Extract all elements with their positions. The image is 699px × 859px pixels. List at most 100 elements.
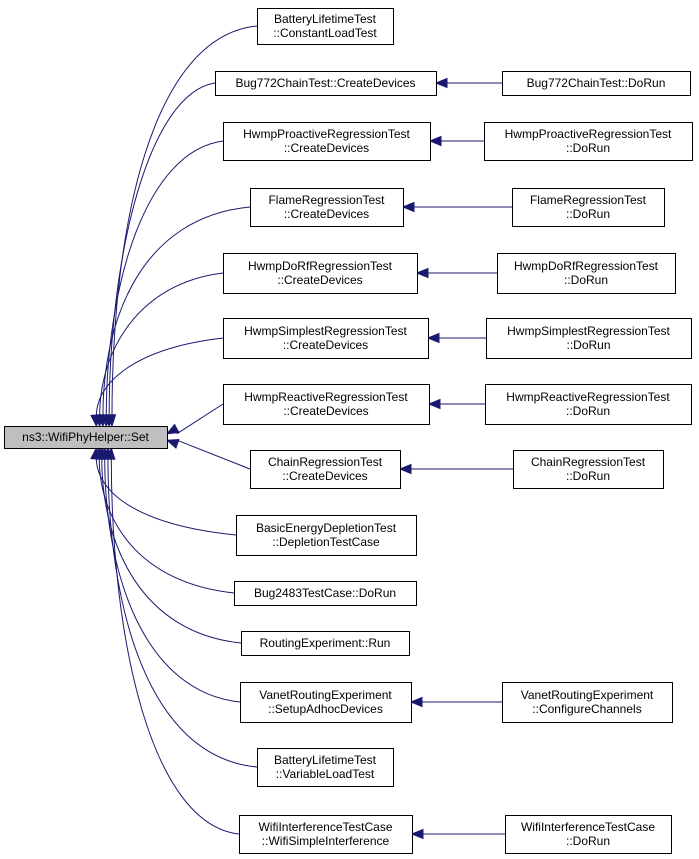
graph-node[interactable]: HwmpDoRfRegressionTest::CreateDevices <box>223 253 418 294</box>
node-box <box>240 682 412 723</box>
node-label: Bug772ChainTest::DoRun <box>527 76 666 90</box>
graph-node[interactable]: HwmpProactiveRegressionTest::CreateDevic… <box>223 122 431 161</box>
node-label: Bug2483TestCase::DoRun <box>254 586 396 600</box>
graph-node[interactable]: HwmpReactiveRegressionTest::CreateDevice… <box>223 384 430 425</box>
node-label: ::DoRun <box>566 469 610 483</box>
graph-node[interactable]: BatteryLifetimeTest::ConstantLoadTest <box>257 8 394 45</box>
graph-node[interactable]: HwmpDoRfRegressionTest::DoRun <box>497 253 676 294</box>
edge-arrow <box>93 272 224 428</box>
node-label: BatteryLifetimeTest <box>274 753 377 767</box>
arrowhead <box>427 398 441 410</box>
graph-node[interactable]: ChainRegressionTest::CreateDevices <box>250 450 401 489</box>
graph-node[interactable]: VanetRoutingExperiment::SetupAdhocDevice… <box>240 682 412 723</box>
edge-line <box>101 457 242 644</box>
root-node[interactable]: ns3::WifiPhyHelper::Set <box>4 426 168 449</box>
graph-node[interactable]: VanetRoutingExperiment::ConfigureChannel… <box>502 682 673 723</box>
edge-line <box>98 457 235 594</box>
node-box <box>223 384 430 425</box>
graph-node[interactable]: FlameRegressionTest::CreateDevices <box>250 188 404 227</box>
node-label: ::DoRun <box>564 273 608 287</box>
node-label: ::DoRun <box>566 404 610 418</box>
node-label: ::VariableLoadTest <box>276 767 375 781</box>
node-label: ChainRegressionTest <box>531 455 646 469</box>
node-label: HwmpProactiveRegressionTest <box>505 127 672 141</box>
edge-arrow <box>427 398 485 410</box>
node-label: ::DoRun <box>566 207 610 221</box>
node-label: ::CreateDevices <box>284 207 369 221</box>
edge-line <box>110 457 240 835</box>
node-box <box>234 581 417 606</box>
node-box <box>484 122 693 161</box>
graph-node[interactable]: RoutingExperiment::Run <box>241 631 410 656</box>
arrowhead <box>434 77 448 89</box>
edge-arrow <box>105 446 240 835</box>
node-label: VanetRoutingExperiment <box>259 688 392 702</box>
arrowhead <box>426 332 440 344</box>
edge-line <box>111 25 258 417</box>
edge-arrow <box>398 463 513 475</box>
node-label: HwmpReactiveRegressionTest <box>244 390 408 404</box>
node-label: ::WifiSimpleInterference <box>262 834 390 848</box>
graph-node[interactable]: FlameRegressionTest::DoRun <box>512 188 665 227</box>
node-label: WifiInterferenceTestCase <box>258 820 392 834</box>
node-label: ::DoRun <box>566 338 610 352</box>
node-label: ::ConstantLoadTest <box>273 26 377 40</box>
edge-arrow <box>165 439 251 470</box>
node-label: HwmpSimplestRegressionTest <box>507 324 670 338</box>
node-label: ChainRegressionTest <box>268 455 383 469</box>
node-label: BasicEnergyDepletionTest <box>256 521 397 535</box>
edge-line <box>104 457 241 703</box>
node-box <box>497 253 676 294</box>
arrowhead <box>105 446 116 460</box>
node-box <box>223 318 429 359</box>
node-label: FlameRegressionTest <box>268 193 385 207</box>
node-box <box>239 815 413 854</box>
node-box <box>250 188 404 227</box>
graph-node[interactable]: Bug772ChainTest::DoRun <box>502 71 691 96</box>
edge-arrow <box>101 446 258 768</box>
node-label: HwmpDoRfRegressionTest <box>248 259 393 273</box>
node-label: HwmpSimplestRegressionTest <box>244 324 407 338</box>
graph-node[interactable]: BasicEnergyDepletionTest::DepletionTestC… <box>236 515 417 556</box>
node-label: RoutingExperiment::Run <box>260 636 391 650</box>
node-label: ::ConfigureChannels <box>532 702 641 716</box>
graph-node[interactable]: HwmpProactiveRegressionTest::DoRun <box>484 122 693 161</box>
node-box <box>486 318 692 359</box>
graph-node[interactable]: HwmpSimplestRegressionTest::CreateDevice… <box>223 318 429 359</box>
edge-line <box>108 82 216 417</box>
node-box <box>4 426 168 449</box>
edges-layer <box>90 25 513 840</box>
edge-arrow <box>90 337 224 428</box>
node-label: BatteryLifetimeTest <box>274 12 377 26</box>
graph-node[interactable]: ChainRegressionTest::DoRun <box>513 450 664 489</box>
node-box <box>223 122 431 161</box>
node-label: WifiInterferenceTestCase <box>521 820 655 834</box>
node-label: ::CreateDevices <box>282 469 367 483</box>
edge-arrow <box>409 696 502 708</box>
node-label: FlameRegressionTest <box>530 193 647 207</box>
node-box <box>502 682 673 723</box>
arrowhead <box>165 423 180 435</box>
edge-arrow <box>415 267 497 279</box>
node-box <box>215 71 437 96</box>
node-box <box>257 8 394 45</box>
edge-arrow <box>426 332 486 344</box>
node-box <box>257 748 394 787</box>
graph-node[interactable]: Bug772ChainTest::CreateDevices <box>215 71 437 96</box>
arrowhead <box>165 439 180 449</box>
node-label: HwmpProactiveRegressionTest <box>243 127 410 141</box>
node-label: ::SetupAdhocDevices <box>268 702 383 716</box>
graph-node[interactable]: WifiInterferenceTestCase::WifiSimpleInte… <box>239 815 413 854</box>
graph-node[interactable]: HwmpSimplestRegressionTest::DoRun <box>486 318 692 359</box>
arrowhead <box>401 201 415 213</box>
graph-node[interactable]: WifiInterferenceTestCase::DoRun <box>505 815 672 854</box>
graph-node[interactable]: BatteryLifetimeTest::VariableLoadTest <box>257 748 394 787</box>
node-box <box>513 450 664 489</box>
graph-node[interactable]: HwmpReactiveRegressionTest::DoRun <box>485 384 692 425</box>
edge-line <box>95 457 237 536</box>
edge-line <box>176 403 224 435</box>
node-label: HwmpDoRfRegressionTest <box>514 259 659 273</box>
edge-line <box>105 140 224 417</box>
graph-node[interactable]: Bug2483TestCase::DoRun <box>234 581 417 606</box>
